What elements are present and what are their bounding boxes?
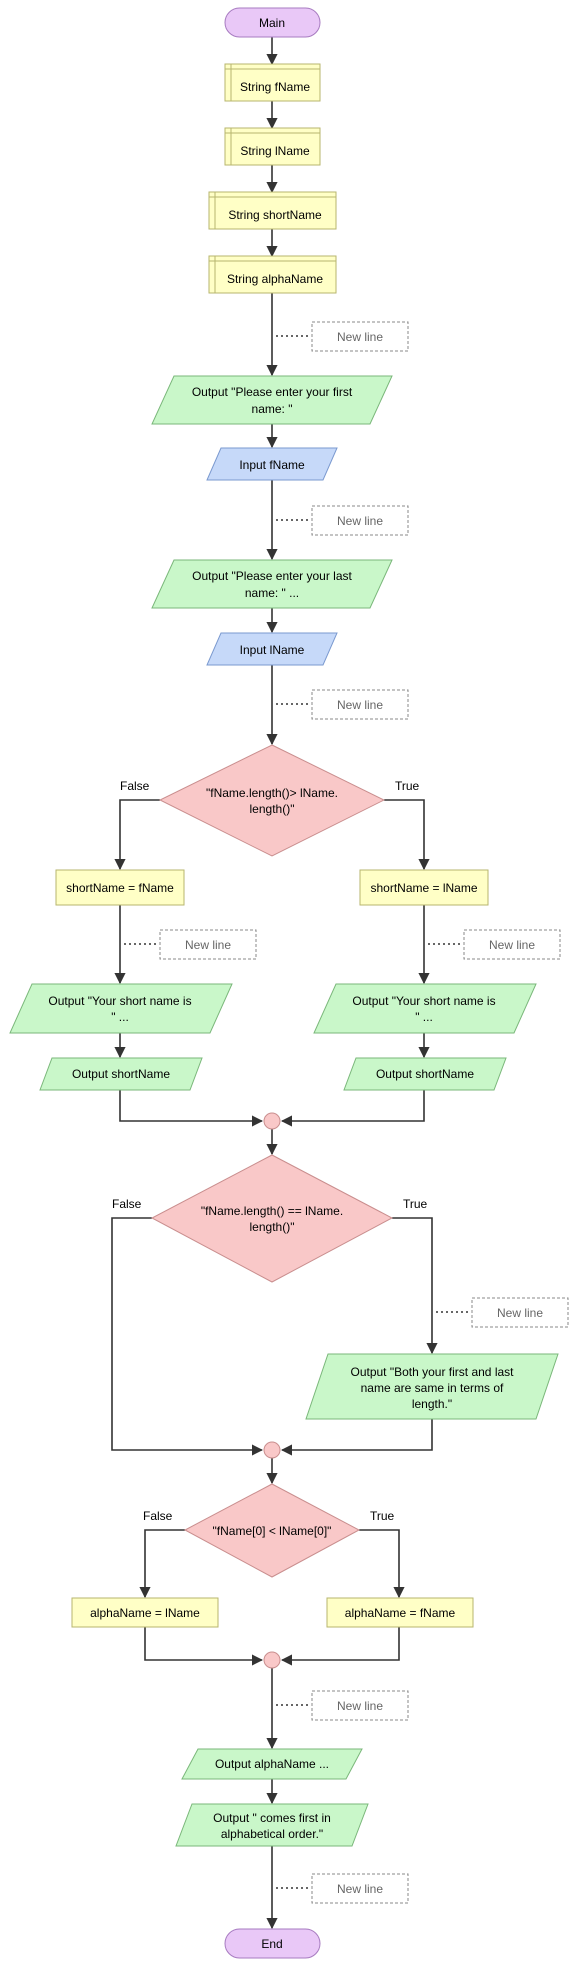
svg-text:New line: New line	[337, 330, 383, 344]
assign-alphaname-fname[interactable]: alphaName = fName	[326, 1597, 474, 1628]
declare-shortname[interactable]: String shortName	[208, 191, 337, 230]
output-shortname[interactable]: Output shortName	[343, 1057, 507, 1091]
svg-text:Output shortName: Output shortName	[72, 1067, 170, 1081]
comment-new-line[interactable]: New line	[471, 1297, 569, 1328]
assign-shortname-lname[interactable]: shortName = lName	[359, 869, 489, 906]
assign-shortname-fname[interactable]: shortName = fName	[55, 869, 185, 906]
svg-text:New line: New line	[489, 938, 535, 952]
comment-new-line[interactable]: New line	[311, 689, 409, 720]
svg-text:Main: Main	[259, 16, 285, 30]
branch-label-true: True	[370, 1509, 395, 1523]
merge-node	[263, 1651, 281, 1669]
output-short-name-prefix[interactable]: Output "Your short name is " ...	[313, 983, 537, 1034]
declare-alphaname[interactable]: String alphaName	[208, 255, 337, 294]
decision-length-greater[interactable]: "fName.length()> lName. length()"	[158, 744, 386, 857]
svg-text:Input lName: Input lName	[240, 643, 305, 657]
svg-text:"fName.length() == lName.: "fName.length() == lName.	[201, 1204, 343, 1218]
svg-text:alphabetical order.": alphabetical order."	[221, 1827, 323, 1841]
branch-label-false: False	[112, 1197, 142, 1211]
svg-text:name are same in terms of: name are same in terms of	[361, 1381, 504, 1395]
svg-text:alphaName = fName: alphaName = fName	[345, 1606, 456, 1620]
output-comes-first[interactable]: Output " comes first in alphabetical ord…	[175, 1803, 369, 1847]
branch-label-true: True	[403, 1197, 428, 1211]
input-lname[interactable]: Input lName	[206, 632, 338, 666]
assign-alphaname-lname[interactable]: alphaName = lName	[71, 1597, 219, 1628]
svg-text:Output "Your short name is: Output "Your short name is	[352, 994, 495, 1008]
svg-text:String shortName: String shortName	[228, 208, 322, 222]
svg-text:name: ": name: "	[252, 402, 293, 416]
svg-text:length()": length()"	[250, 802, 295, 816]
svg-text:length()": length()"	[250, 1220, 295, 1234]
svg-text:String lName: String lName	[240, 144, 310, 158]
merge-node	[263, 1112, 281, 1130]
svg-text:length.": length."	[412, 1397, 452, 1411]
branch-label-true: True	[395, 779, 420, 793]
svg-text:New line: New line	[337, 698, 383, 712]
decision-first-letter[interactable]: "fName[0] < lName[0]"	[183, 1483, 361, 1578]
svg-text:Output "Please enter your firs: Output "Please enter your first	[192, 385, 353, 399]
svg-text:"fName.length()> lName.: "fName.length()> lName.	[206, 786, 338, 800]
comment-new-line[interactable]: New line	[463, 929, 561, 960]
svg-text:Output "Both your first and la: Output "Both your first and last	[350, 1365, 514, 1379]
comment-new-line[interactable]: New line	[311, 321, 409, 352]
comment-new-line[interactable]: New line	[159, 929, 257, 960]
svg-text:alphaName = lName: alphaName = lName	[90, 1606, 200, 1620]
branch-label-false: False	[120, 779, 150, 793]
svg-text:String fName: String fName	[240, 80, 310, 94]
output-both-same-length[interactable]: Output "Both your first and last name ar…	[305, 1353, 559, 1420]
svg-text:New line: New line	[337, 1699, 383, 1713]
svg-text:String alphaName: String alphaName	[227, 272, 323, 286]
input-fname[interactable]: Input fName	[206, 447, 338, 481]
svg-text:Output shortName: Output shortName	[376, 1067, 474, 1081]
comment-new-line[interactable]: New line	[311, 1690, 409, 1721]
declare-fname[interactable]: String fName	[224, 63, 321, 102]
svg-text:" ...: " ...	[111, 1010, 129, 1024]
svg-text:New line: New line	[337, 1882, 383, 1896]
svg-text:Input fName: Input fName	[239, 458, 305, 472]
svg-text:Output "Your short name is: Output "Your short name is	[48, 994, 191, 1008]
output-prompt-last-name[interactable]: Output "Please enter your last name: " .…	[151, 559, 393, 609]
merge-node	[263, 1441, 281, 1459]
svg-text:Output " comes first in: Output " comes first in	[213, 1811, 331, 1825]
svg-text:New line: New line	[337, 514, 383, 528]
output-short-name-prefix[interactable]: Output "Your short name is " ...	[9, 983, 233, 1034]
declare-lname[interactable]: String lName	[224, 127, 321, 166]
decision-length-equal[interactable]: "fName.length() == lName. length()"	[150, 1154, 394, 1283]
svg-text:New line: New line	[497, 1306, 543, 1320]
comment-new-line[interactable]: New line	[311, 1873, 409, 1904]
svg-text:"fName[0] < lName[0]": "fName[0] < lName[0]"	[213, 1524, 332, 1538]
connectors	[111, 37, 470, 1930]
svg-text:Output alphaName ...: Output alphaName ...	[215, 1757, 329, 1771]
end-terminal[interactable]: End	[224, 1928, 321, 1959]
svg-text:" ...: " ...	[415, 1010, 433, 1024]
comment-new-line[interactable]: New line	[311, 505, 409, 536]
start-terminal[interactable]: Main	[224, 7, 321, 38]
svg-text:Output "Please enter your last: Output "Please enter your last	[192, 569, 352, 583]
output-prompt-first-name[interactable]: Output "Please enter your first name: "	[151, 375, 393, 425]
output-shortname[interactable]: Output shortName	[39, 1057, 203, 1091]
output-alphaname[interactable]: Output alphaName ...	[181, 1748, 363, 1780]
svg-text:New line: New line	[185, 938, 231, 952]
svg-text:End: End	[261, 1937, 282, 1951]
branch-label-false: False	[143, 1509, 173, 1523]
svg-text:name: " ...: name: " ...	[245, 586, 299, 600]
svg-text:shortName = fName: shortName = fName	[66, 881, 174, 895]
svg-text:shortName = lName: shortName = lName	[370, 881, 477, 895]
